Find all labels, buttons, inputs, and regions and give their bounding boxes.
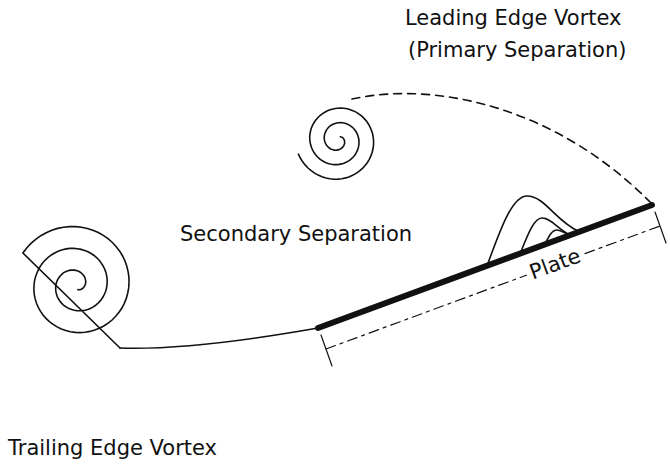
- annotation-label: (Primary Separation): [408, 38, 626, 63]
- shear-layer: [352, 94, 652, 204]
- annotation-label: Leading Edge Vortex: [405, 6, 622, 31]
- annotation-label: Trailing Edge Vortex: [8, 436, 217, 461]
- dimension-tick: [321, 335, 332, 366]
- dimension-tick: [655, 212, 666, 243]
- wake-sheet: [120, 328, 318, 348]
- leading-edge-spiral: [298, 108, 373, 179]
- annotation-label: Secondary Separation: [180, 222, 412, 247]
- trailing-edge-spiral: [23, 227, 129, 348]
- secondary-bubble: [545, 230, 572, 244]
